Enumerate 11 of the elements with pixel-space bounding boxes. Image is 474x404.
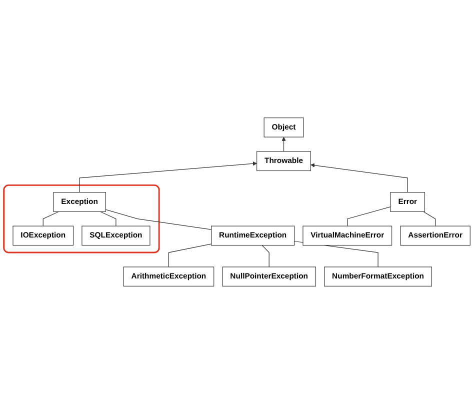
connector [105, 209, 212, 230]
arrow [282, 136, 286, 152]
connector [347, 206, 391, 226]
connector [42, 211, 60, 226]
arrow [310, 163, 408, 193]
connector [100, 211, 116, 226]
connector [168, 244, 212, 268]
arrow [79, 162, 257, 193]
cluster [3, 184, 160, 254]
connector [262, 244, 270, 268]
connector [423, 211, 436, 226]
